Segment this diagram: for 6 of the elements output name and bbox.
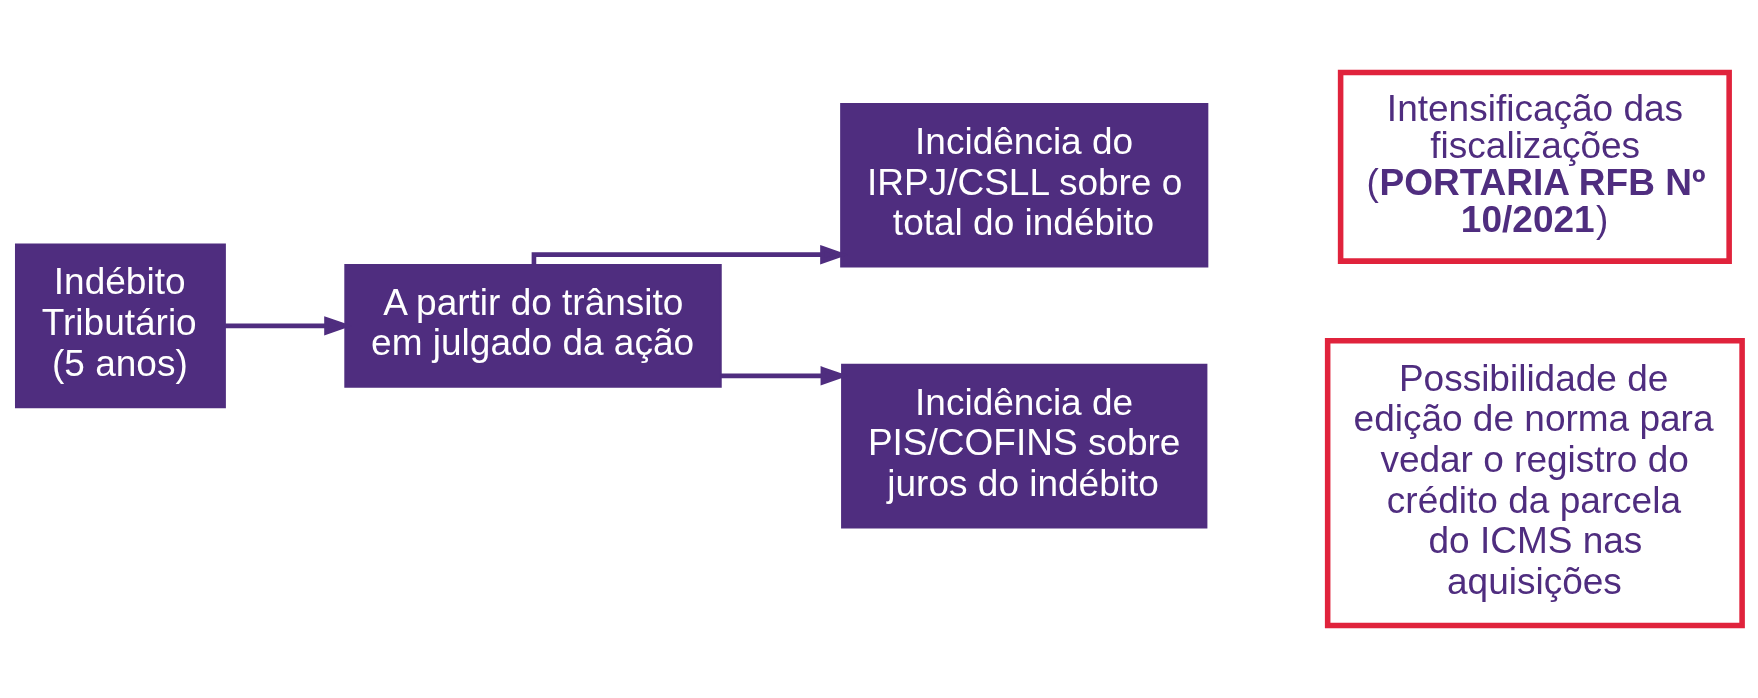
node-box: Incidência de PIS/COFINS sobre juros do indébito [841, 363, 1208, 529]
node-box: Incidência do IRPJ/CSLL sobre o total do indébito [840, 102, 1209, 268]
node-box: A partir do trânsito em julgado da ação [344, 263, 722, 388]
node-box: Indébito Tributário (5 anos) [14, 243, 226, 409]
node-box: Intensificação das fiscalizações (PORTARIA RFB Nº 10/2021) [1337, 69, 1732, 264]
node-box: Possibilidade de edição de norma para vedar o registro do crédito da parcela do ICMS nas aquisições [1324, 337, 1745, 629]
